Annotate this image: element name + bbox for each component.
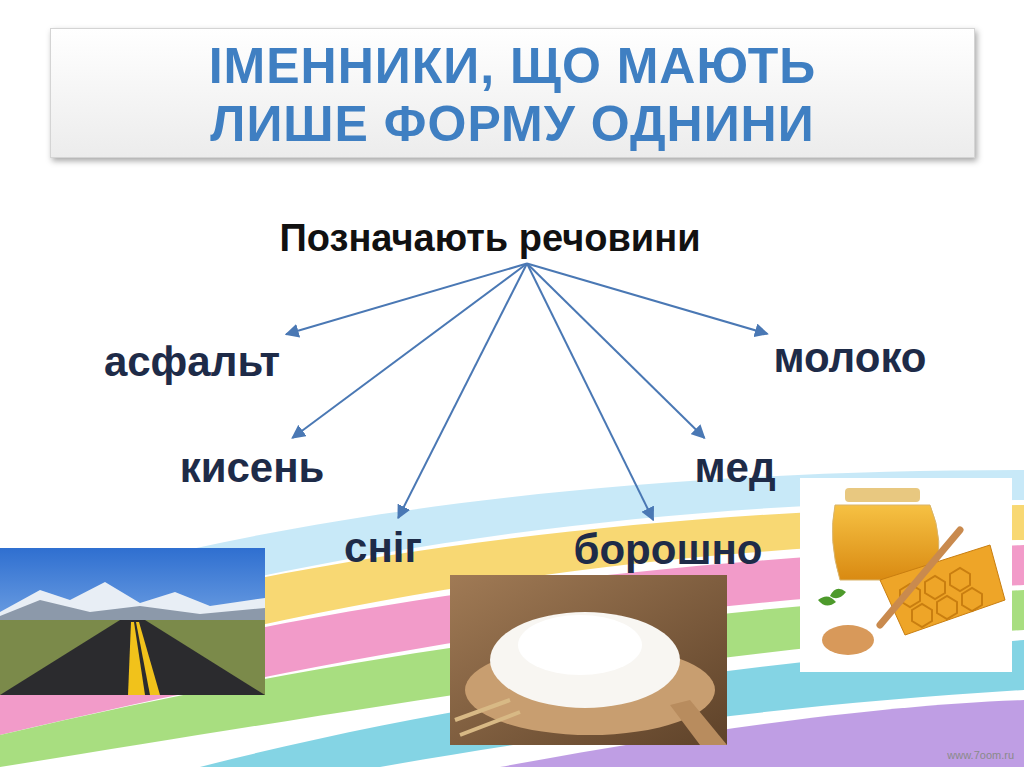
category-heading: Позначають речовини — [280, 217, 701, 260]
node-label: мед — [694, 444, 775, 492]
background-swoosh — [0, 470, 1024, 767]
node-label: Позначають речовини — [280, 217, 701, 260]
arrow-connector — [292, 264, 527, 439]
arrow-connector — [286, 264, 527, 335]
node-label: молоко — [773, 334, 926, 382]
arrow-connector — [527, 264, 704, 439]
arrow-connector — [398, 264, 527, 519]
watermark: www.7oom.ru — [947, 749, 1014, 761]
example-word: сніг — [344, 524, 422, 572]
example-word: борошно — [574, 526, 763, 574]
title-banner: ІМЕННИКИ, ЩО МАЮТЬ ЛИШЕ ФОРМУ ОДНИНИ — [50, 28, 975, 158]
example-word: молоко — [773, 334, 926, 382]
road-photo — [0, 548, 265, 695]
node-label: сніг — [344, 524, 422, 572]
example-word: асфальт — [104, 338, 280, 386]
node-label: борошно — [574, 526, 763, 574]
flour-photo — [450, 575, 727, 745]
node-label: кисень — [180, 444, 325, 492]
title-text: ІМЕННИКИ, ЩО МАЮТЬ ЛИШЕ ФОРМУ ОДНИНИ — [153, 37, 873, 153]
example-word: кисень — [180, 444, 325, 492]
example-word: мед — [694, 444, 775, 492]
honey-photo — [800, 478, 1012, 672]
node-label: асфальт — [104, 338, 280, 386]
arrow-connector — [527, 264, 653, 521]
